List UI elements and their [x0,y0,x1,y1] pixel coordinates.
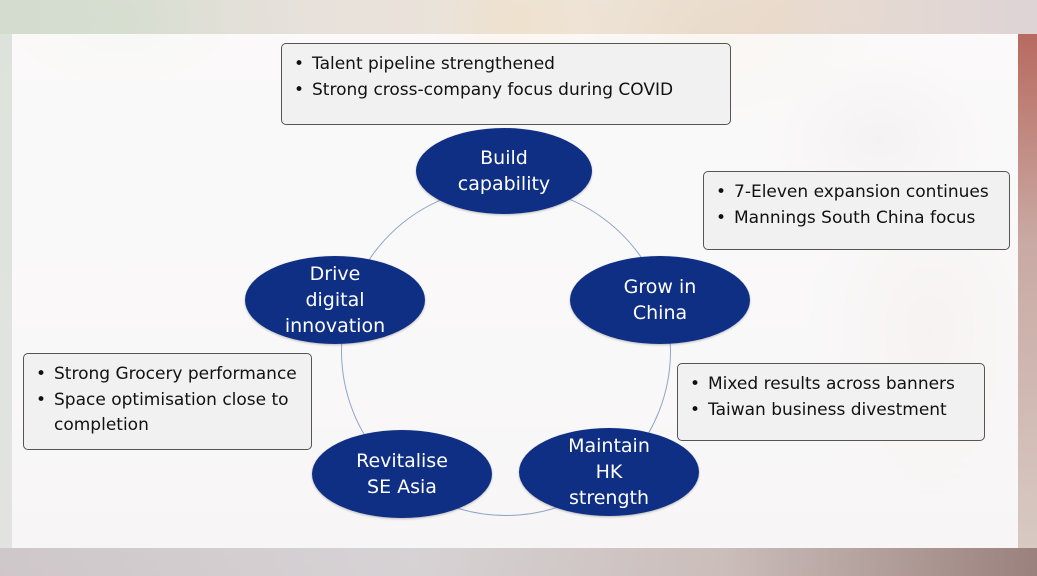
callout-build-capability-item: Strong cross-company focus during COVID [292,78,718,104]
callout-revitalise-se-asia-item: Space optimisation close to completion [34,388,299,439]
node-build-capability-label: Build capability [457,147,551,195]
background-bottom-strip [0,548,1037,576]
background-top-strip [0,0,1037,34]
node-build-capability: Build capability [416,128,592,214]
node-maintain-hk-strength-label: Maintain HK strength [568,435,650,509]
background-right-strip [1018,34,1037,548]
node-drive-digital-innovation-label: Drive digital innovation [284,263,386,337]
callout-maintain-hk-strength: Mixed results across banners Taiwan busi… [677,363,985,441]
callout-maintain-hk-strength-item: Mixed results across banners [688,372,972,398]
callout-revitalise-se-asia: Strong Grocery performance Space optimis… [23,353,312,450]
callout-build-capability: Talent pipeline strengthened Strong cros… [281,43,731,125]
node-revitalise-se-asia: Revitalise SE Asia [312,430,492,518]
callout-revitalise-se-asia-item: Strong Grocery performance [34,362,299,388]
node-grow-in-china-label: Grow in China [623,276,697,324]
callout-grow-in-china-item: 7-Eleven expansion continues [714,180,997,206]
background-left-strip [0,34,12,548]
node-grow-in-china: Grow in China [570,256,750,344]
node-maintain-hk-strength: Maintain HK strength [519,428,699,516]
callout-maintain-hk-strength-item: Taiwan business divestment [688,398,972,424]
node-drive-digital-innovation: Drive digital innovation [245,256,425,344]
callout-grow-in-china: 7-Eleven expansion continues Mannings So… [703,171,1010,250]
node-revitalise-se-asia-label: Revitalise SE Asia [356,450,448,498]
callout-build-capability-item: Talent pipeline strengthened [292,52,718,78]
callout-grow-in-china-item: Mannings South China focus [714,206,997,232]
